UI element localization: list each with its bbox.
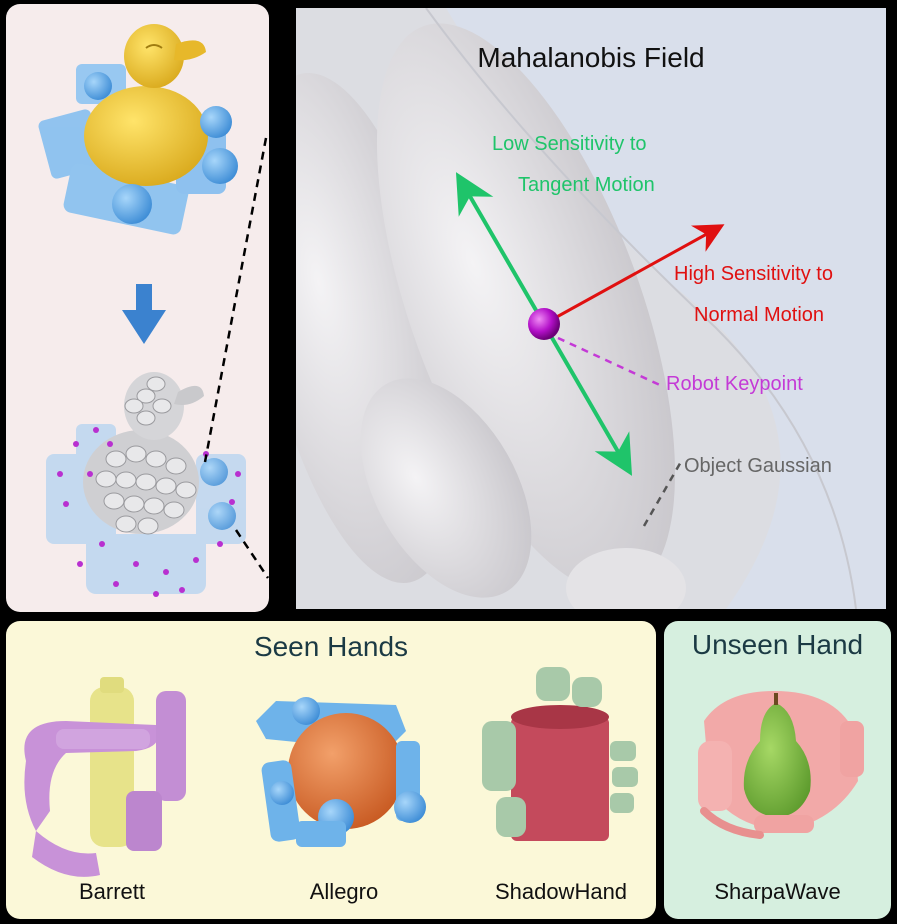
allegro-hand xyxy=(256,697,426,847)
high-sensitivity-label-line2: Normal Motion xyxy=(694,304,825,326)
low-sensitivity-label-line1: Low Sensitivity to xyxy=(492,133,647,155)
hand-name-allegro: Allegro xyxy=(309,879,379,904)
object-gaussian-label: Object Gaussian xyxy=(684,455,832,477)
unseen-hand-illustration xyxy=(698,691,864,839)
sharpawave-hand xyxy=(698,691,864,839)
mahalanobis-field-panel: Mahalanobis Field Low Sensitivity to Tan… xyxy=(296,8,886,609)
hand-name-shadowhand: ShadowHand xyxy=(494,879,628,904)
unseen-hand-title: Unseen Hand xyxy=(691,629,864,660)
duck-panel xyxy=(6,4,269,612)
low-sensitivity-label-line2: Tangent Motion xyxy=(518,174,655,196)
seen-hands-panel: Seen Hands xyxy=(6,621,656,919)
barrett-hand xyxy=(24,677,186,877)
hand-name-barrett: Barrett xyxy=(78,879,146,904)
seen-hands-illustration xyxy=(24,667,638,877)
high-sensitivity-label-line1: High Sensitivity to xyxy=(674,263,833,285)
duck-illustration xyxy=(38,24,246,597)
robot-keypoint-label: Robot Keypoint xyxy=(666,373,803,395)
shadowhand-hand xyxy=(482,667,638,841)
field-illustration xyxy=(296,8,886,609)
hand-name-sharpawave: SharpaWave xyxy=(714,879,841,904)
seen-hands-title: Seen Hands xyxy=(253,631,409,662)
field-title: Mahalanobis Field xyxy=(477,42,705,73)
unseen-hand-panel: Unseen Hand SharpaWave xyxy=(664,621,891,919)
